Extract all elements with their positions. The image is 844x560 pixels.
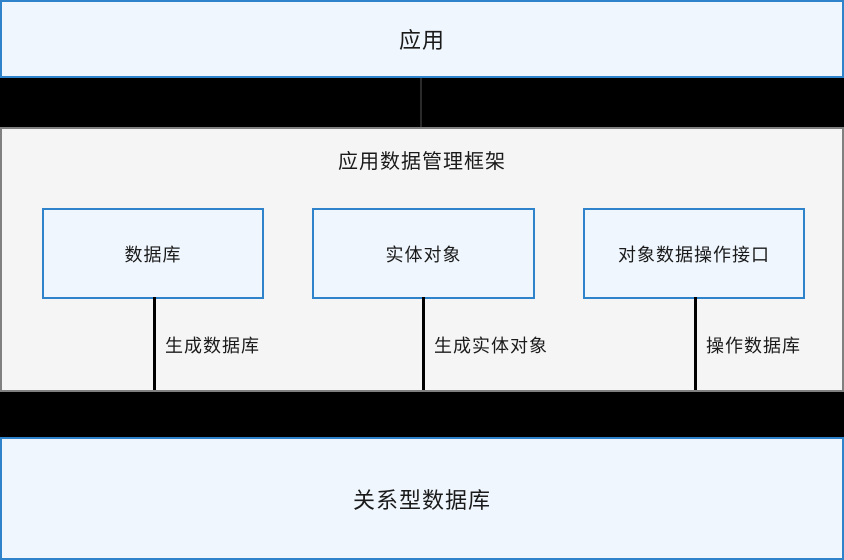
layer-framework[interactable]: 应用数据管理框架 数据库 实体对象 对象数据操作接口 生成数据库 生成实体对象 …: [0, 127, 844, 392]
layer-relational-database[interactable]: 关系型数据库: [0, 437, 844, 560]
layer-application[interactable]: 应用: [0, 0, 844, 78]
connector-line-operate-database: [694, 297, 697, 390]
component-box-entity-object[interactable]: 实体对象: [312, 208, 535, 299]
layer-framework-title: 应用数据管理框架: [338, 151, 506, 173]
connector-line-generate-entity-object: [422, 297, 425, 390]
layer-application-title: 应用: [398, 28, 445, 53]
layer-relational-database-title: 关系型数据库: [352, 487, 491, 513]
component-label-entity-object: 实体对象: [385, 244, 462, 265]
separator-band-upper-tick: [420, 78, 422, 127]
separator-band-upper: [0, 78, 844, 127]
separator-band-lower: [0, 392, 844, 437]
connector-label-generate-entity-object: 生成实体对象: [434, 336, 548, 356]
component-label-object-data-interface: 对象数据操作接口: [618, 244, 770, 265]
component-box-database[interactable]: 数据库: [42, 208, 264, 299]
component-label-database: 数据库: [124, 244, 182, 265]
connector-line-generate-database: [153, 297, 156, 390]
connector-label-operate-database: 操作数据库: [706, 336, 801, 356]
connector-label-generate-database: 生成数据库: [165, 336, 260, 356]
component-box-object-data-interface[interactable]: 对象数据操作接口: [583, 208, 805, 299]
